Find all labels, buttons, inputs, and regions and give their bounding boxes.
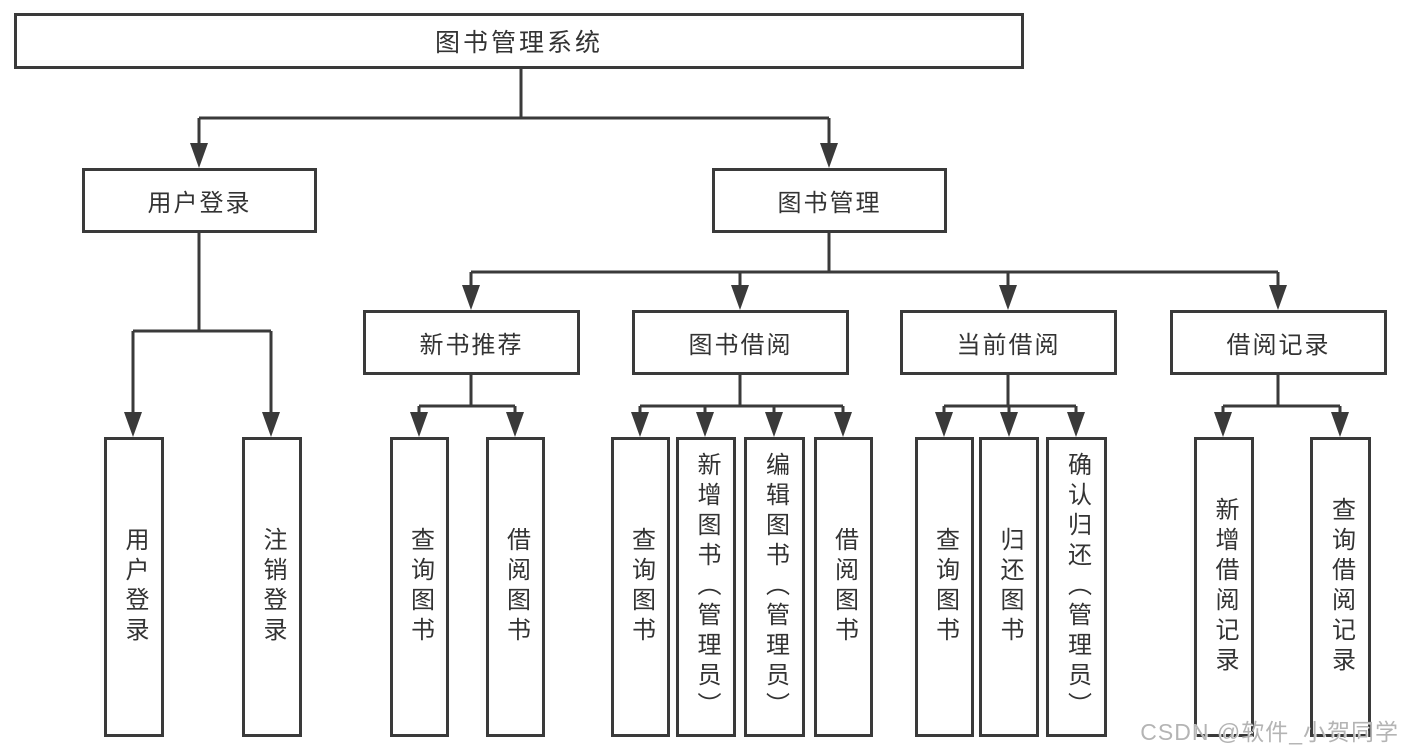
leaf-query-books-borrowing: 查询图书 — [611, 437, 670, 737]
leaf-query-books-recommend-label: 查询图书 — [406, 527, 434, 647]
node-user-login-label: 用户登录 — [147, 190, 252, 217]
node-library-system: 图书管理系统 — [14, 13, 1024, 69]
leaf-return-books: 归还图书 — [979, 437, 1039, 737]
leaf-borrow-books-borrowing-label: 借阅图书 — [830, 527, 858, 647]
leaf-add-borrow-record-label: 新增借阅记录 — [1211, 497, 1238, 677]
leaf-user-login: 用户登录 — [104, 437, 164, 737]
leaf-query-books-borrowing-label: 查询图书 — [627, 527, 655, 647]
node-book-management: 图书管理 — [712, 168, 947, 233]
leaf-logout-label: 注销登录 — [259, 527, 286, 647]
node-new-book-recommendation-label: 新书推荐 — [419, 332, 524, 359]
leaf-add-books-admin-label: 新增图书（管理员） — [693, 452, 720, 722]
leaf-query-borrow-record: 查询借阅记录 — [1310, 437, 1371, 737]
node-current-borrowing: 当前借阅 — [900, 310, 1117, 375]
node-new-book-recommendation: 新书推荐 — [363, 310, 580, 375]
node-user-login: 用户登录 — [82, 168, 317, 233]
node-borrowing-records-label: 借阅记录 — [1226, 332, 1331, 359]
leaf-add-books-admin: 新增图书（管理员） — [676, 437, 736, 737]
leaf-query-borrow-record-label: 查询借阅记录 — [1327, 497, 1355, 677]
leaf-logout: 注销登录 — [242, 437, 302, 737]
leaf-query-books-current: 查询图书 — [915, 437, 974, 737]
leaf-add-borrow-record: 新增借阅记录 — [1194, 437, 1254, 737]
leaf-borrow-books-recommend-label: 借阅图书 — [502, 527, 530, 647]
leaf-borrow-books-recommend: 借阅图书 — [486, 437, 545, 737]
node-book-borrowing: 图书借阅 — [632, 310, 849, 375]
leaf-confirm-return-admin-label: 确认归还（管理员） — [1063, 452, 1091, 722]
leaf-user-login-label: 用户登录 — [121, 527, 148, 647]
node-library-system-label: 图书管理系统 — [434, 29, 603, 57]
node-borrowing-records: 借阅记录 — [1170, 310, 1387, 375]
leaf-borrow-books-borrowing: 借阅图书 — [814, 437, 873, 737]
node-book-borrowing-label: 图书借阅 — [688, 332, 793, 359]
node-current-borrowing-label: 当前借阅 — [956, 332, 1061, 359]
leaf-edit-books-admin-label: 编辑图书（管理员） — [761, 452, 789, 722]
leaf-confirm-return-admin: 确认归还（管理员） — [1046, 437, 1107, 737]
leaf-edit-books-admin: 编辑图书（管理员） — [744, 437, 805, 737]
leaf-query-books-recommend: 查询图书 — [390, 437, 449, 737]
node-book-management-label: 图书管理 — [777, 190, 882, 217]
leaf-query-books-current-label: 查询图书 — [931, 527, 959, 647]
csdn-watermark: CSDN @软件_小贺同学 — [1140, 719, 1399, 745]
leaf-return-books-label: 归还图书 — [996, 527, 1023, 647]
